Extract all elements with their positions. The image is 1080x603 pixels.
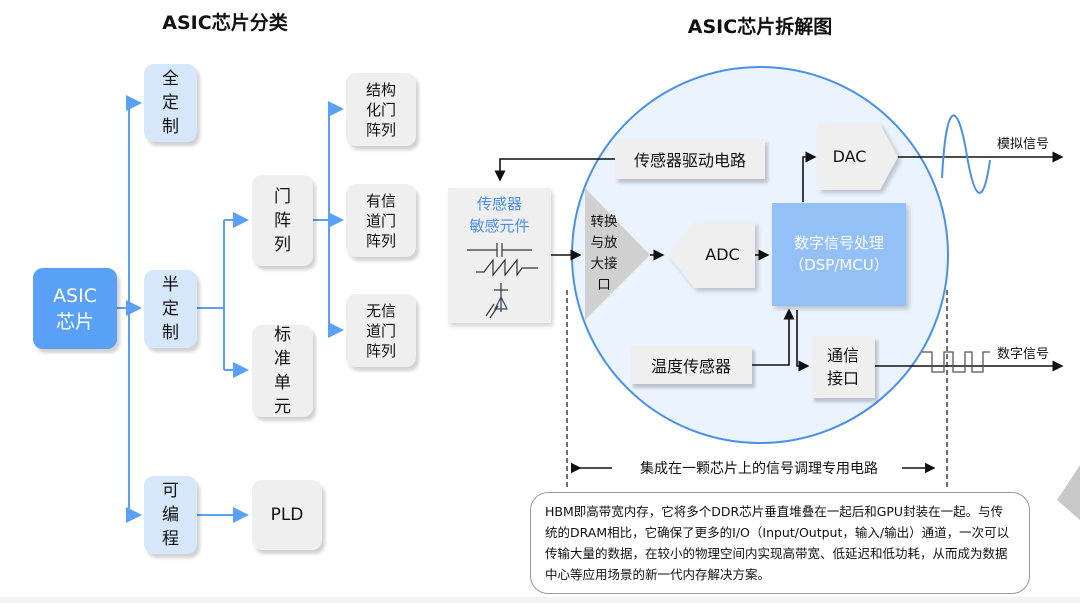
temperature-sensor-block: 温度传感器 [630,346,752,384]
hbm-note: HBM即高带宽内存，它将多个DDR芯片垂直堆叠在一起后和GPU封装在一起。与传统… [530,492,1030,594]
dsp-label: 数字信号处理 （DSP/MCU） [789,234,889,274]
sensor-driver-block: 传感器驱动电路 [615,139,765,179]
dac-label: DAC [832,147,867,166]
asic-root-node: ASIC 芯片 [33,268,117,349]
tree-connectors [117,95,344,523]
channelless-gate-array-node: 无信 道门 阵列 [346,294,416,367]
corner-decoration [1057,465,1080,520]
classification-title: ASIC芯片分类 [162,12,288,34]
digital-signal-label: 数字信号 [997,347,1050,362]
amp-interface-label: 转换 与放 大接 口 [590,214,618,293]
dac-shape [818,124,898,190]
gate-array-node: 门 阵 列 [252,175,313,266]
signal-connectors [494,151,1064,372]
amp-triangle [585,188,650,320]
integrated-caption: 集成在一颗芯片上的信号调理专用电路 [640,461,878,477]
programmable-node: 可 编 程 [144,476,197,554]
dsp-block [772,203,906,306]
analog-signal-label: 模拟信号 [997,137,1050,152]
teardown-title: ASIC芯片拆解图 [687,16,833,38]
channeled-gate-array-node: 有信 道门 阵列 [346,184,416,257]
sensor-symbols-icon [467,243,538,319]
comm-interface-block: 通信 接口 [811,336,875,398]
semi-custom-node: 半 定 制 [144,270,197,348]
adc-label: ADC [705,245,740,264]
full-custom-node: 全 定 制 [144,64,197,142]
structured-gate-array-node: 结构 化门 阵列 [346,73,416,146]
digital-wave-icon [922,351,990,373]
analog-wave-icon [941,114,991,194]
adc-shape [668,222,755,288]
sensor-element-label: 传感器 敏感元件 [469,195,530,235]
pld-node: PLD [252,480,322,550]
standard-cell-node: 标 准 单 元 [252,325,313,417]
